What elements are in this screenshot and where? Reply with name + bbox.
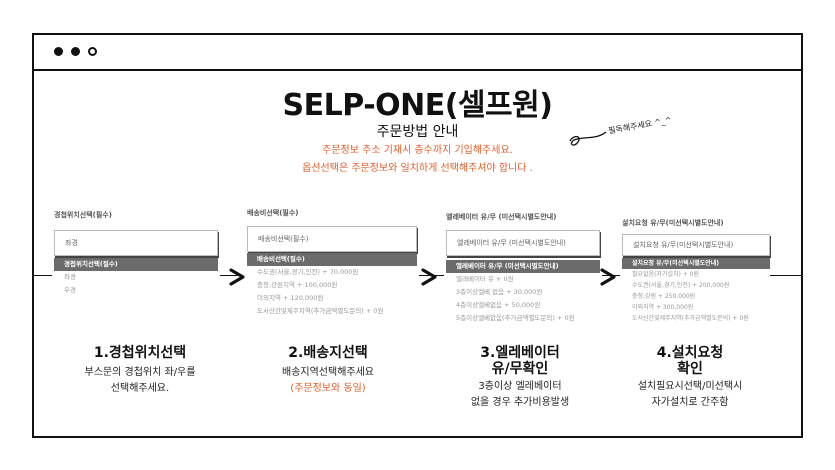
panel-label: 설치요청 유/무(미선택시별도안내) — [622, 219, 724, 227]
panel-label: 배송비선택(필수) — [247, 209, 299, 217]
handwritten-swirl-icon — [569, 131, 607, 146]
option-item[interactable]: 배송비선택(필수) — [247, 253, 417, 266]
arrow-right-icon — [229, 268, 245, 286]
option-item[interactable]: 우경 — [64, 286, 76, 294]
window-titlebar — [34, 35, 801, 71]
option-item[interactable]: 수도권(서울,경기,인천) + 70,000원 — [257, 268, 359, 276]
step-1: 1.경첩위치선택 부스문의 경첩위치 좌/우를 선택해주세요. — [60, 345, 220, 397]
step-note: (주문정보와 동일) — [290, 383, 366, 394]
step-desc: 자가설치로 간주함 — [651, 397, 729, 408]
step-desc: 없을 경우 추가비용발생 — [470, 397, 570, 408]
step-desc: 부스문의 경첩위치 좌/우를 — [84, 367, 196, 378]
option-panel-shipping: 배송비선택(필수) 배송비선택(필수) 배송비선택(필수) 수도권(서울,경기,… — [243, 204, 419, 329]
step-title: 2.배송지선택 — [288, 345, 368, 361]
option-item[interactable]: 5층이상엘베없음(추가금액별도문의) + 0원 — [456, 314, 575, 322]
notice-line-2: 옵션선택은 주문정보와 일치하게 선택해주셔야 합니다 . — [302, 163, 533, 174]
arrow-right-icon — [421, 268, 437, 286]
page-title: SELP-ONE(셀프원) — [282, 88, 553, 123]
elevator-options: 엘레베이터 유/무 (미선택시별도안내) 엘레베이터 유 + 0원 3층이상엘베… — [446, 260, 600, 325]
window-dot-icon — [71, 47, 80, 56]
option-panel-hinge: 경첩위치선택(필수) 좌경 경첩위치선택(필수) 좌경 우경 — [52, 206, 220, 306]
option-item[interactable]: 이외지역 + 300,000원 — [632, 304, 694, 311]
option-item[interactable]: 수도권(서울,경기,인천) + 200,000원 — [632, 282, 730, 289]
option-item[interactable]: 좌경 — [64, 273, 76, 281]
page-subtitle: 주문방법 안내 — [376, 124, 459, 140]
option-item[interactable]: 도서산간및제주지역(추가금액별도문의) + 0원 — [257, 307, 384, 315]
option-item[interactable]: 경첩위치선택(필수) — [54, 258, 218, 271]
install-select[interactable]: 설치요청 유/무(미선택시별도안내) — [622, 234, 770, 256]
option-item[interactable]: 필요없음(자가설치) + 0원 — [632, 271, 700, 278]
option-panel-install: 설치요청 유/무(미선택시별도안내) 설치요청 유/무(미선택시별도안내) 설치… — [620, 214, 770, 334]
option-item[interactable]: 충청,강원 + 250,000원 — [632, 293, 696, 300]
option-item[interactable]: 4층이상엘베없음 + 50,000원 — [456, 301, 541, 309]
step-desc: 배송지역선택해주세요 — [282, 367, 374, 378]
option-item[interactable]: 충청,강원지역 + 100,000원 — [257, 281, 338, 289]
step-title: 확인 — [677, 361, 703, 377]
shipping-select[interactable]: 배송비선택(필수) — [247, 226, 417, 252]
notice-line-1: 주문정보 주소 기재시 층수까지 기입해주세요. — [322, 145, 513, 156]
step-desc: 3층이상 엘레베이터 — [478, 381, 562, 392]
option-item[interactable]: 엘레베이터 유/무 (미선택시별도안내) — [446, 260, 600, 273]
step-3: 3.엘레베이터 유/무확인 3층이상 엘레베이터 없을 경우 추가비용발생 — [440, 345, 600, 411]
window-dot-outline-icon — [88, 47, 97, 56]
panel-label: 경첩위치선택(필수) — [54, 211, 112, 219]
panel-label: 엘레베이터 유/무 (미선택시별도안내) — [446, 213, 557, 221]
hinge-options: 경첩위치선택(필수) 좌경 우경 — [54, 258, 218, 297]
step-title: 유/무확인 — [491, 361, 549, 377]
option-item[interactable]: 엘레베이터 유 + 0원 — [456, 275, 514, 283]
shipping-options: 배송비선택(필수) 수도권(서울,경기,인천) + 70,000원 충청,강원지… — [247, 253, 417, 318]
step-4: 4.설치요청 확인 설치필요시선택/미선택시 자가설치로 간주함 — [610, 345, 770, 411]
option-item[interactable]: 3층이상엘베 없음 + 30,000원 — [456, 288, 543, 296]
option-item[interactable]: 도서산간및제주지역(추가금액별도문의) + 0원 — [632, 315, 749, 322]
option-panel-elevator: 엘레베이터 유/무 (미선택시별도안내) 엘레베이터 유/무 (미선택시별도안내… — [444, 208, 602, 333]
elevator-select[interactable]: 엘레베이터 유/무 (미선택시별도안내) — [446, 230, 600, 256]
step-2: 2.배송지선택 배송지역선택해주세요 (주문정보와 동일) — [248, 345, 408, 397]
step-desc: 설치필요시선택/미선택시 — [637, 381, 743, 392]
step-title: 4.설치요청 — [656, 345, 724, 361]
option-item[interactable]: 이외지역 + 120,000원 — [257, 294, 324, 302]
window-dot-icon — [54, 47, 63, 56]
hinge-select[interactable]: 좌경 — [54, 230, 218, 256]
step-desc: 선택해주세요. — [110, 383, 170, 394]
option-item[interactable]: 설치요청 유/무(미선택시별도안내) — [622, 258, 770, 269]
arrow-right-icon — [600, 268, 616, 286]
install-options: 설치요청 유/무(미선택시별도안내) 필요없음(자가설치) + 0원 수도권(서… — [622, 258, 770, 324]
step-title: 3.엘레베이터 — [480, 345, 560, 361]
step-title: 1.경첩위치선택 — [93, 345, 187, 361]
